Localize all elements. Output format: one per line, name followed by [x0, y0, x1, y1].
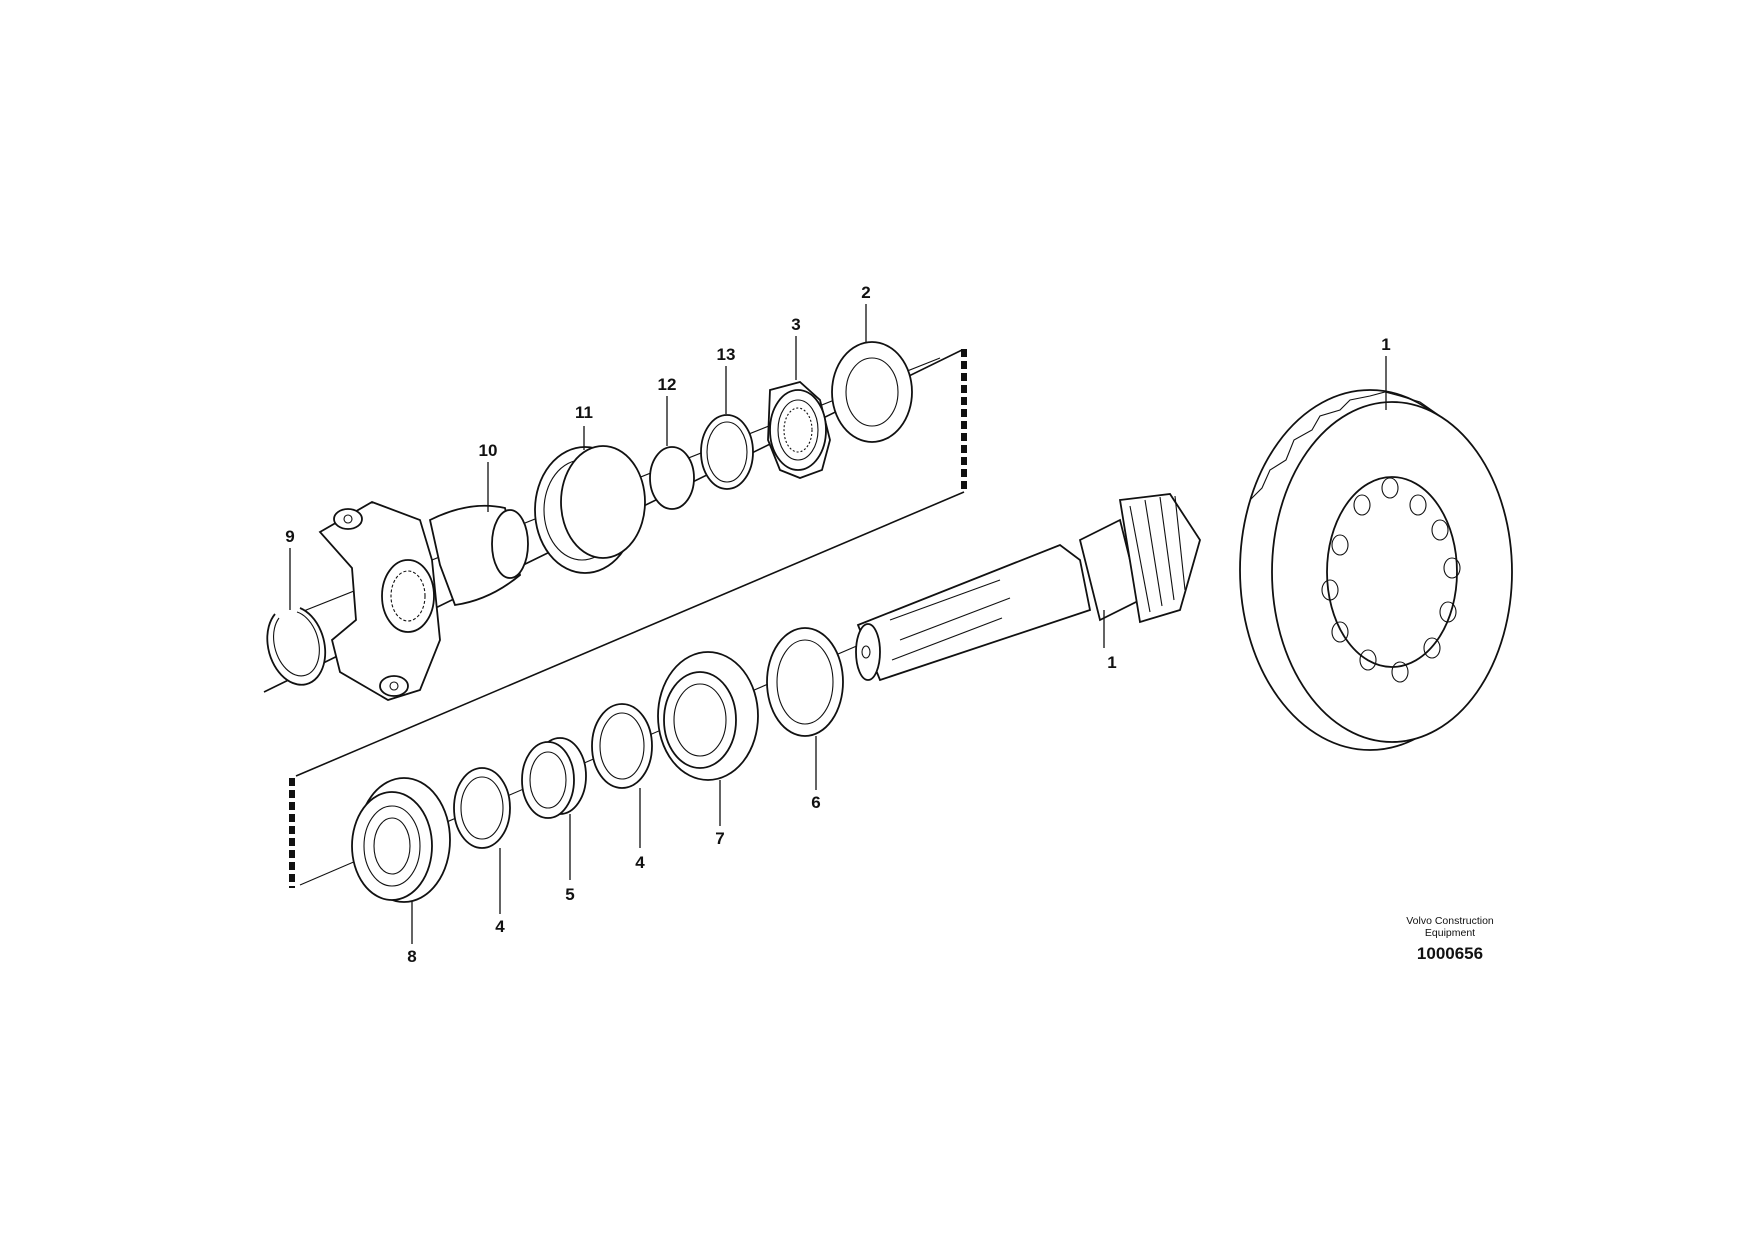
callout-c3: 3 [791, 315, 800, 334]
callout-c8: 8 [407, 947, 416, 966]
part-3-slotted-nut [767, 381, 831, 479]
credit-line-1: Volvo Construction [1406, 915, 1494, 927]
callout-c4a: 4 [635, 853, 645, 872]
document-number: 1000656 [1416, 944, 1484, 963]
part-1-ring-gear [1239, 389, 1513, 751]
part-12-o-ring [649, 446, 695, 510]
callout-c11: 11 [575, 403, 593, 422]
part-4-shim-upper [591, 703, 653, 789]
part-7-bearing [657, 651, 759, 781]
callout-c6: 6 [811, 793, 820, 812]
callout-c10: 10 [479, 441, 498, 460]
ring-gear-bolt-holes [1321, 477, 1461, 683]
part-1-pinion-shaft [855, 493, 1201, 682]
part-8-bearing [351, 777, 451, 903]
part-2-washer [831, 341, 913, 443]
part-9-snap-ring [266, 607, 327, 686]
callout-leader-lines [289, 304, 1387, 944]
part-6-shim [766, 627, 844, 737]
callout-c4b: 4 [495, 917, 505, 936]
callout-c13: 13 [717, 345, 736, 364]
part-4-shim-lower [453, 767, 511, 849]
part-5-bearing-cup [521, 737, 587, 819]
callout-c2: 2 [861, 283, 870, 302]
callout-c1-ring-gear: 1 [1381, 335, 1390, 354]
callout-c7: 7 [715, 829, 724, 848]
callout-c1-pinion: 1 [1107, 653, 1116, 672]
part-10-yoke-flange [318, 501, 529, 701]
part-11-oil-seal [534, 445, 646, 574]
callout-c9: 9 [285, 527, 294, 546]
credit-line-2: Equipment [1424, 927, 1476, 939]
part-13-ring [700, 414, 754, 490]
callout-c5: 5 [565, 885, 574, 904]
callout-c12: 12 [658, 375, 677, 394]
publisher-credit: Volvo Construction Equipment 1000656 [1380, 915, 1520, 964]
